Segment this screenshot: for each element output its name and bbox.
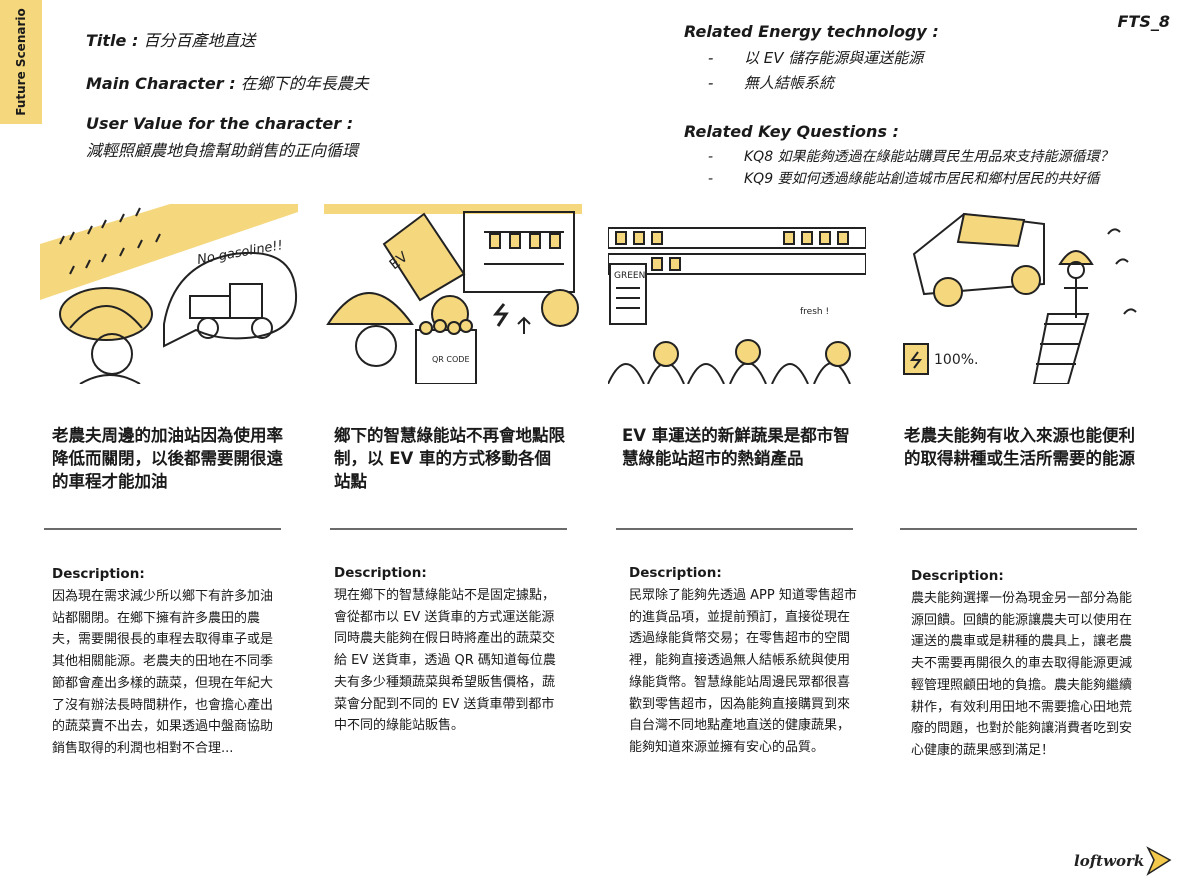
energy-tech-label: Related Energy technology : [684, 22, 939, 41]
qr-code-text: QR CODE [432, 355, 470, 364]
key-question-item: -KQ8 如果能夠透過在綠能站購買民生用品來支持能源循環？ [708, 149, 1114, 165]
battery-level-text: 100%. [934, 352, 978, 368]
user-value-label: User Value for the character : [86, 114, 354, 133]
panel-2-description: 現在鄉下的智慧綠能站不是固定據點，會從都市以 EV 送貨車的方式運送能源同時農夫… [334, 588, 556, 734]
divider-3 [616, 528, 853, 530]
key-questions-label: Related Key Questions : [684, 122, 899, 141]
scenario-code: FTS_8 [1117, 12, 1171, 31]
panel-1-caption: 老農夫周邊的加油站因為使用率降低而關閉，以後都需要開很遠的車程才能加油 [52, 426, 283, 491]
title-value: 百分百產地直送 [143, 31, 256, 50]
main-character-label: Main Character : [86, 74, 236, 93]
key-question-item: -KQ9 要如何透過綠能站創造城市居民和鄉村居民的共好循 [708, 171, 1100, 187]
illustration-ev-truck: EV QR CODE [324, 204, 582, 384]
panel-4-description: 農夫能夠選擇一份為現金另一部分為能源回饋。回饋的能源讓農夫可以使用在運送的農車或… [911, 591, 1133, 758]
main-character-line: Main Character : 在鄉下的年長農夫 [86, 70, 369, 94]
fresh-text: fresh ! [800, 307, 829, 317]
logo-text: loftwork [1074, 852, 1144, 870]
illustration-farmer-field: 100%. [894, 204, 1152, 384]
loftwork-logo: loftwork [1072, 842, 1172, 878]
user-value-text: 減輕照顧農地負擔幫助銷售的正向循環 [86, 141, 359, 160]
future-scenario-label: Future Scenario [14, 8, 28, 116]
divider-4 [900, 528, 1137, 530]
illustration-gas-station-closed: No gasoline!! [40, 204, 298, 384]
panel-4-caption: 老農夫能夠有收入來源也能便利的取得耕種或生活所需要的能源 [904, 426, 1135, 468]
panel-1-description: 因為現在需求減少所以鄉下有許多加油站都關閉。在鄉下擁有許多農田的農夫，需要開很長… [52, 589, 274, 756]
panel-3-description: 民眾除了能夠先透過 APP 知道零售超市的進貨品項，並提前預訂，直接從現在透過綠… [629, 588, 857, 755]
energy-tech-item: -無人結帳系統 [708, 74, 835, 92]
energy-tech-item: -以 EV 儲存能源與運送能源 [708, 49, 924, 67]
panel-3-caption: EV 車運送的新鮮蔬果是都市智慧綠能站超市的熱銷產品 [622, 426, 850, 468]
future-scenario-tab: Future Scenario [0, 0, 42, 124]
panel-3-description-label: Description: [629, 565, 722, 581]
panel-2-description-label: Description: [334, 565, 427, 581]
main-character-value: 在鄉下的年長農夫 [240, 74, 369, 93]
panel-1-description-label: Description: [52, 566, 145, 582]
title-label: Title : [86, 31, 139, 50]
panel-4-description-label: Description: [911, 568, 1004, 584]
divider-2 [330, 528, 567, 530]
green-sign-text: GREEN [614, 271, 645, 281]
no-gasoline-text: No gasoline!! [196, 238, 284, 268]
title-line: Title : 百分百產地直送 [86, 27, 255, 51]
divider-1 [44, 528, 281, 530]
panel-2-caption: 鄉下的智慧綠能站不再會地點限制，以 EV 車的方式移動各個站點 [334, 426, 565, 491]
illustration-city-market: GREEN fresh ! [608, 204, 866, 384]
